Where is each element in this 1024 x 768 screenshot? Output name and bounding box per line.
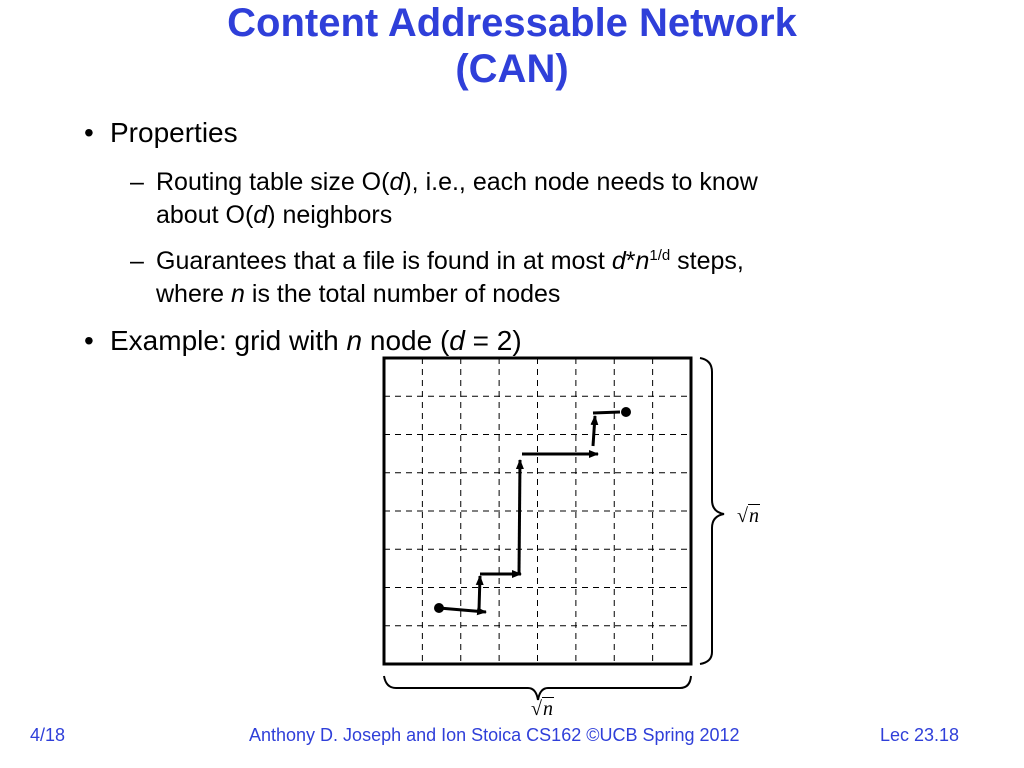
title-line-2: (CAN) bbox=[455, 47, 569, 91]
exponent: 1/d bbox=[649, 247, 671, 264]
path-arrow bbox=[438, 606, 487, 616]
sub-bullet-routing-table: –Routing table size O(d), i.e., each nod… bbox=[130, 168, 758, 196]
path-arrow bbox=[475, 575, 484, 611]
bullet-marker: • bbox=[84, 117, 94, 148]
sub-bullet-guarantees-line2: where n is the total number of nodes bbox=[156, 280, 561, 308]
dash-marker: – bbox=[130, 247, 144, 275]
bullet-properties: • Properties bbox=[84, 117, 238, 149]
bullet-properties-text: Properties bbox=[110, 117, 238, 148]
footer-credits: Anthony D. Joseph and Ion Stoica CS162 ©… bbox=[249, 725, 740, 745]
side-sqrt-n-label: √n bbox=[737, 504, 760, 527]
path-arrow bbox=[592, 410, 621, 415]
routing-path bbox=[434, 407, 631, 616]
grid-border bbox=[382, 356, 693, 666]
path-arrow bbox=[515, 459, 524, 575]
footer-page-number: 4/18 bbox=[30, 725, 66, 745]
bullet-example: •Example: grid with n node (d = 2) bbox=[84, 325, 522, 356]
sub-bullet-guarantees: –Guarantees that a file is found in at m… bbox=[130, 247, 744, 275]
path-arrow bbox=[590, 415, 599, 447]
slide-title: Content Addressable Network (CAN) bbox=[0, 0, 1024, 92]
grid-dashed-lines bbox=[384, 358, 691, 664]
target-node bbox=[621, 407, 631, 417]
title-line-1: Content Addressable Network bbox=[227, 1, 797, 45]
side-brace bbox=[699, 357, 725, 665]
bullet-marker: • bbox=[84, 325, 94, 356]
dash-marker: – bbox=[130, 168, 144, 196]
sub-bullet-routing-table-line2: about O(d) neighbors bbox=[156, 201, 393, 229]
footer-lecture-number: Lec 23.18 bbox=[880, 725, 960, 745]
bottom-brace bbox=[383, 675, 692, 701]
bottom-sqrt-n-label: √n bbox=[531, 697, 554, 720]
